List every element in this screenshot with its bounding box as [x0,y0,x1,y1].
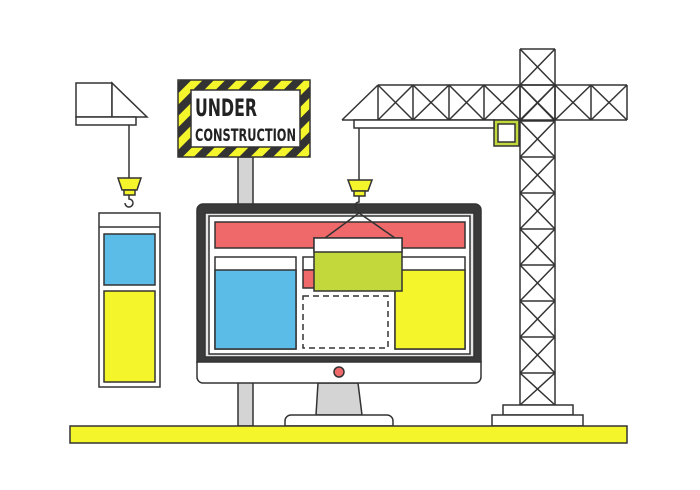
crane-strut [448,84,485,121]
crane-strut [377,84,414,121]
crane-strut [519,84,556,121]
crane-strut [519,300,556,338]
power-indicator-icon [333,366,345,378]
tower-crane [341,48,628,406]
computer-monitor [196,196,482,427]
crane-strut [519,336,556,374]
left-crane [75,81,149,208]
crane-strut [519,120,556,158]
crane-strut [341,84,379,121]
crane-strut [590,84,628,121]
crane-strut [519,192,556,230]
hanging-layout-panel [98,212,161,388]
crane-strut [519,372,556,406]
crane-strut [483,84,521,121]
yellow-block [394,269,466,350]
hook-block-icon [346,179,374,192]
crane-strut [519,264,556,302]
blue-block [214,269,297,350]
hook-block-icon [116,177,143,191]
crane-strut [554,84,592,121]
hook-icon [354,196,360,211]
monitor-stand [315,382,363,416]
ground-bar [69,425,628,444]
crane-strut [412,84,450,121]
crane-strut [519,156,556,194]
hook-icon [124,195,134,208]
under-construction-sign: UNDER CONSTRUCTION [177,79,311,158]
empty-slot-dashed [302,295,389,349]
crane-strut [519,228,556,266]
sign-text-line1: UNDER [195,94,257,122]
crane-strut [519,48,556,86]
sign-text-line2: CONSTRUCTION [195,126,296,146]
